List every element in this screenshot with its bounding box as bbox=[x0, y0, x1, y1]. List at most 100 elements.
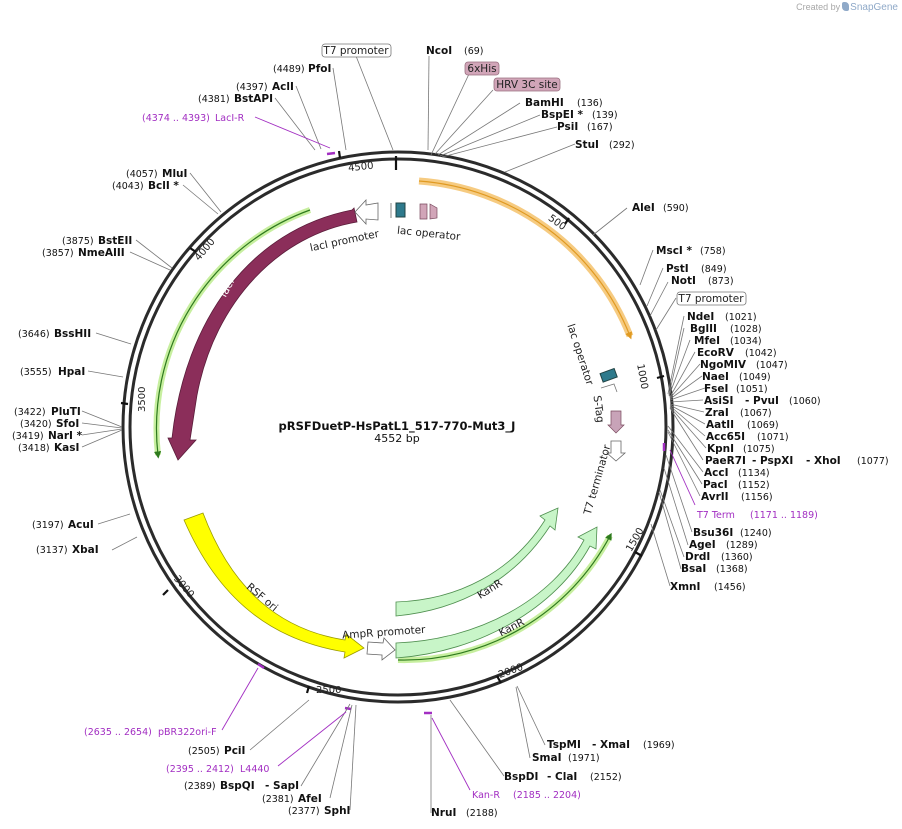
primers: (4374 .. 4393) LacI-R T7 Term (1171 .. 1… bbox=[84, 113, 818, 801]
site-drdi-pos: (1360) bbox=[721, 552, 753, 563]
site-nmeaiii: NmeAIII bbox=[78, 247, 125, 259]
site-bsu36i: Bsu36I bbox=[693, 527, 733, 539]
site-tspmi: TspMI bbox=[547, 739, 581, 751]
snapgene-logo-icon bbox=[842, 2, 850, 11]
leader-lines bbox=[81, 55, 707, 813]
primer-pbr322-range: (2635 .. 2654) bbox=[84, 727, 152, 738]
site-psii-pos: (167) bbox=[587, 122, 613, 133]
lac-operator-top-box bbox=[395, 202, 406, 218]
site-smai: SmaI bbox=[532, 752, 562, 764]
site-paer7i: PaeR7I bbox=[705, 455, 746, 467]
site-zrai-pos: (1067) bbox=[740, 408, 772, 419]
site-pfoi-pos: (4489) bbox=[273, 64, 305, 75]
site-bspdi-clai: - ClaI bbox=[547, 771, 577, 783]
site-hpai: HpaI bbox=[58, 366, 85, 378]
primer-laci-r-range: (4374 .. 4393) bbox=[142, 113, 210, 124]
primer-t7-term: T7 Term bbox=[696, 510, 735, 521]
lac-operator-right-box bbox=[599, 367, 618, 383]
site-kpni-pos: (1075) bbox=[743, 444, 775, 455]
site-agei-pos: (1289) bbox=[726, 540, 758, 551]
site-bamhi: BamHI bbox=[525, 97, 564, 109]
plasmid-size: 4552 bp bbox=[374, 432, 419, 445]
6xhis-label: 6xHis bbox=[467, 63, 496, 75]
laci-arrow bbox=[167, 207, 358, 461]
site-noti-pos: (873) bbox=[708, 276, 734, 287]
site-tspmi-pos: (1969) bbox=[643, 740, 675, 751]
primer-kan-r-range: (2185 .. 2204) bbox=[513, 790, 581, 801]
boxed-t7-promoter-top: T7 promoter bbox=[321, 43, 392, 58]
site-bglii: BglII bbox=[690, 323, 717, 335]
site-nmeaiii-pos: (3857) bbox=[42, 248, 74, 259]
primer-marks bbox=[257, 151, 666, 715]
backbone bbox=[121, 150, 675, 704]
tick-3500: 3500 bbox=[137, 387, 148, 412]
kanr-arrow-inner bbox=[395, 526, 598, 659]
feature-s-tag-label: S-Tag bbox=[590, 395, 606, 424]
sites-right: NcoI (69) BamHI (136) BspEI * (139) PsiI… bbox=[426, 45, 889, 819]
site-paer7i-pspxi: - PspXI bbox=[752, 455, 793, 467]
site-ecorv: EcoRV bbox=[697, 347, 735, 359]
t7-promoter-right-label: T7 promoter bbox=[677, 293, 744, 305]
boxed-hrv3c: HRV 3C site bbox=[493, 77, 561, 92]
site-bspqi-sapi: - SapI bbox=[265, 780, 299, 792]
site-xbai-pos: (3137) bbox=[36, 545, 68, 556]
site-kasi-pos: (3418) bbox=[18, 443, 50, 454]
orf-arrow-left bbox=[154, 209, 311, 459]
site-kasi: KasI bbox=[54, 442, 79, 454]
site-bsshii-pos: (3646) bbox=[18, 329, 50, 340]
site-afei: AfeI bbox=[298, 793, 322, 805]
site-paci-pos: (1152) bbox=[738, 480, 770, 491]
orf-arrow-top bbox=[418, 180, 633, 340]
primer-leaders bbox=[221, 116, 696, 791]
ampr-promoter-arrow bbox=[366, 637, 396, 661]
site-bspdi-pos: (2152) bbox=[590, 772, 622, 783]
orf-track-top bbox=[418, 177, 634, 338]
site-mlui-pos: (4057) bbox=[126, 169, 158, 180]
site-acc65i: Acc65I bbox=[706, 431, 745, 443]
site-naei: NaeI bbox=[702, 371, 729, 383]
site-bspqi: BspQI bbox=[220, 780, 255, 792]
site-sphi-pos: (2377) bbox=[288, 806, 320, 817]
site-pcii: PciI bbox=[224, 745, 245, 757]
hrv3c-label: HRV 3C site bbox=[496, 79, 557, 91]
site-fsei: FseI bbox=[704, 383, 728, 395]
tick-2500: 2500 bbox=[316, 685, 341, 696]
boxed-t7-promoter-right: T7 promoter bbox=[676, 291, 747, 306]
site-acc65i-pos: (1071) bbox=[757, 432, 789, 443]
site-stui-pos: (292) bbox=[609, 140, 635, 151]
site-bcli-pos: (4043) bbox=[112, 181, 144, 192]
site-smai-pos: (1971) bbox=[568, 753, 600, 764]
site-ngomiv: NgoMIV bbox=[700, 359, 747, 371]
site-bsai-pos: (1368) bbox=[716, 564, 748, 575]
his-tag-top bbox=[419, 203, 428, 220]
site-alei-pos: (590) bbox=[663, 203, 689, 214]
t7-promoter-top-label: T7 promoter bbox=[322, 45, 389, 57]
site-ncoi: NcoI bbox=[426, 45, 452, 57]
site-mfei-pos: (1034) bbox=[730, 336, 762, 347]
site-acui-pos: (3197) bbox=[32, 520, 64, 531]
site-aatii-pos: (1069) bbox=[747, 420, 779, 431]
site-avrii-pos: (1156) bbox=[741, 492, 773, 503]
site-alei: AleI bbox=[632, 202, 655, 214]
site-pcii-pos: (2505) bbox=[188, 746, 220, 757]
primer-l4440-range: (2395 .. 2412) bbox=[166, 764, 234, 775]
site-paer7i-xhoi: - XhoI bbox=[806, 455, 841, 467]
site-pluti-pos: (3422) bbox=[14, 407, 46, 418]
rsf-ori-arrow bbox=[183, 512, 365, 659]
site-bsu36i-pos: (1240) bbox=[740, 528, 772, 539]
site-psii: PsiI bbox=[557, 121, 578, 133]
site-pfoi: PfoI bbox=[308, 63, 331, 75]
site-msci-pos: (758) bbox=[700, 246, 726, 257]
site-nrui-pos: (2188) bbox=[466, 808, 498, 819]
site-nrui: NruI bbox=[431, 807, 456, 819]
primer-pbr322: pBR322ori-F bbox=[158, 727, 217, 738]
primer-laci-r: LacI-R bbox=[215, 113, 245, 124]
ruler-ticks bbox=[120, 150, 665, 694]
site-ecorv-pos: (1042) bbox=[745, 348, 777, 359]
orf-arrow-bottom bbox=[397, 532, 612, 661]
site-afei-pos: (2381) bbox=[262, 794, 294, 805]
site-paer7i-pos: (1077) bbox=[857, 456, 889, 467]
site-asisi-pvui: - PvuI bbox=[745, 395, 779, 407]
site-bsteii-pos: (3875) bbox=[62, 236, 94, 247]
